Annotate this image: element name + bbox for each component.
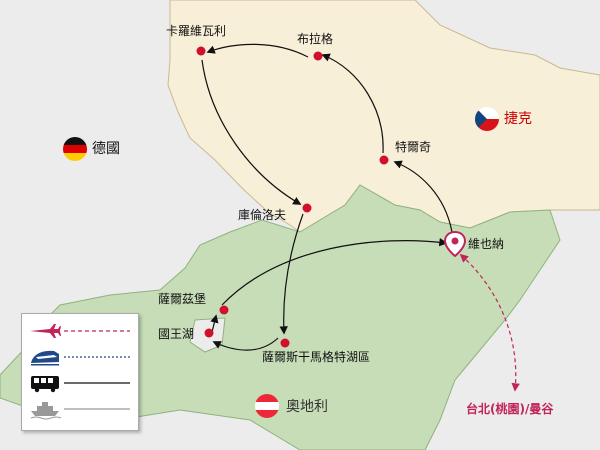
- legend-row-boat: [28, 398, 132, 420]
- city-dot-telc: [379, 155, 389, 165]
- city-label-cesky-krumlov: 庫倫洛夫: [238, 208, 287, 222]
- city-dot-karlovy-vary: [196, 46, 206, 56]
- city-label-prague: 布拉格: [297, 32, 334, 46]
- city-dot-prague: [313, 51, 323, 61]
- city-label-salzkammergut: 薩爾斯干馬格特湖區: [262, 350, 371, 364]
- transport-legend: [21, 313, 139, 431]
- route-salzkammergut-konigssee: [212, 337, 279, 351]
- city-label-telc: 特爾奇: [395, 140, 432, 154]
- route-konigssee-salzburg: [210, 314, 219, 333]
- legend-row-flight: [28, 320, 132, 342]
- city-dot-konigssee: [204, 328, 214, 338]
- route-prague-karlovyvary: [206, 43, 309, 58]
- city-dot-salzkammergut: [280, 338, 290, 348]
- flight-route: [459, 253, 520, 392]
- city-label-karlovy-vary: 卡羅維瓦利: [166, 24, 227, 38]
- city-label-vienna: 維也納: [468, 237, 505, 251]
- route-krumlov-salzkammergut: [279, 213, 304, 335]
- boat-icon: [30, 402, 62, 420]
- country-label-czech: 捷克: [504, 111, 532, 127]
- airplane-icon: [30, 324, 61, 338]
- route-karlovyvary-krumlov: [201, 59, 302, 205]
- germany-flag-icon: [63, 137, 87, 161]
- country-label-austria: 奧地利: [286, 399, 328, 415]
- train-icon: [31, 350, 59, 366]
- city-label-konigssee: 國王湖: [158, 327, 195, 341]
- czech-flag-icon: [475, 107, 499, 131]
- legend-row-train: [28, 346, 132, 368]
- city-dot-cesky-krumlov: [302, 203, 312, 213]
- country-label-germany: 德國: [92, 141, 120, 157]
- vienna-pin-icon: [443, 230, 467, 258]
- route-salzburg-vienna: [221, 238, 448, 306]
- destination-label: 台北(桃園)/曼谷: [466, 402, 554, 416]
- austria-flag-icon: [255, 394, 279, 418]
- austria-region: [0, 184, 561, 450]
- route-telc-prague: [321, 53, 384, 154]
- legend-row-bus: [28, 372, 132, 394]
- bus-icon: [31, 376, 59, 393]
- city-label-salzburg: 薩爾茲堡: [158, 292, 207, 306]
- city-dot-salzburg: [219, 305, 229, 315]
- route-vienna-telc: [393, 160, 453, 233]
